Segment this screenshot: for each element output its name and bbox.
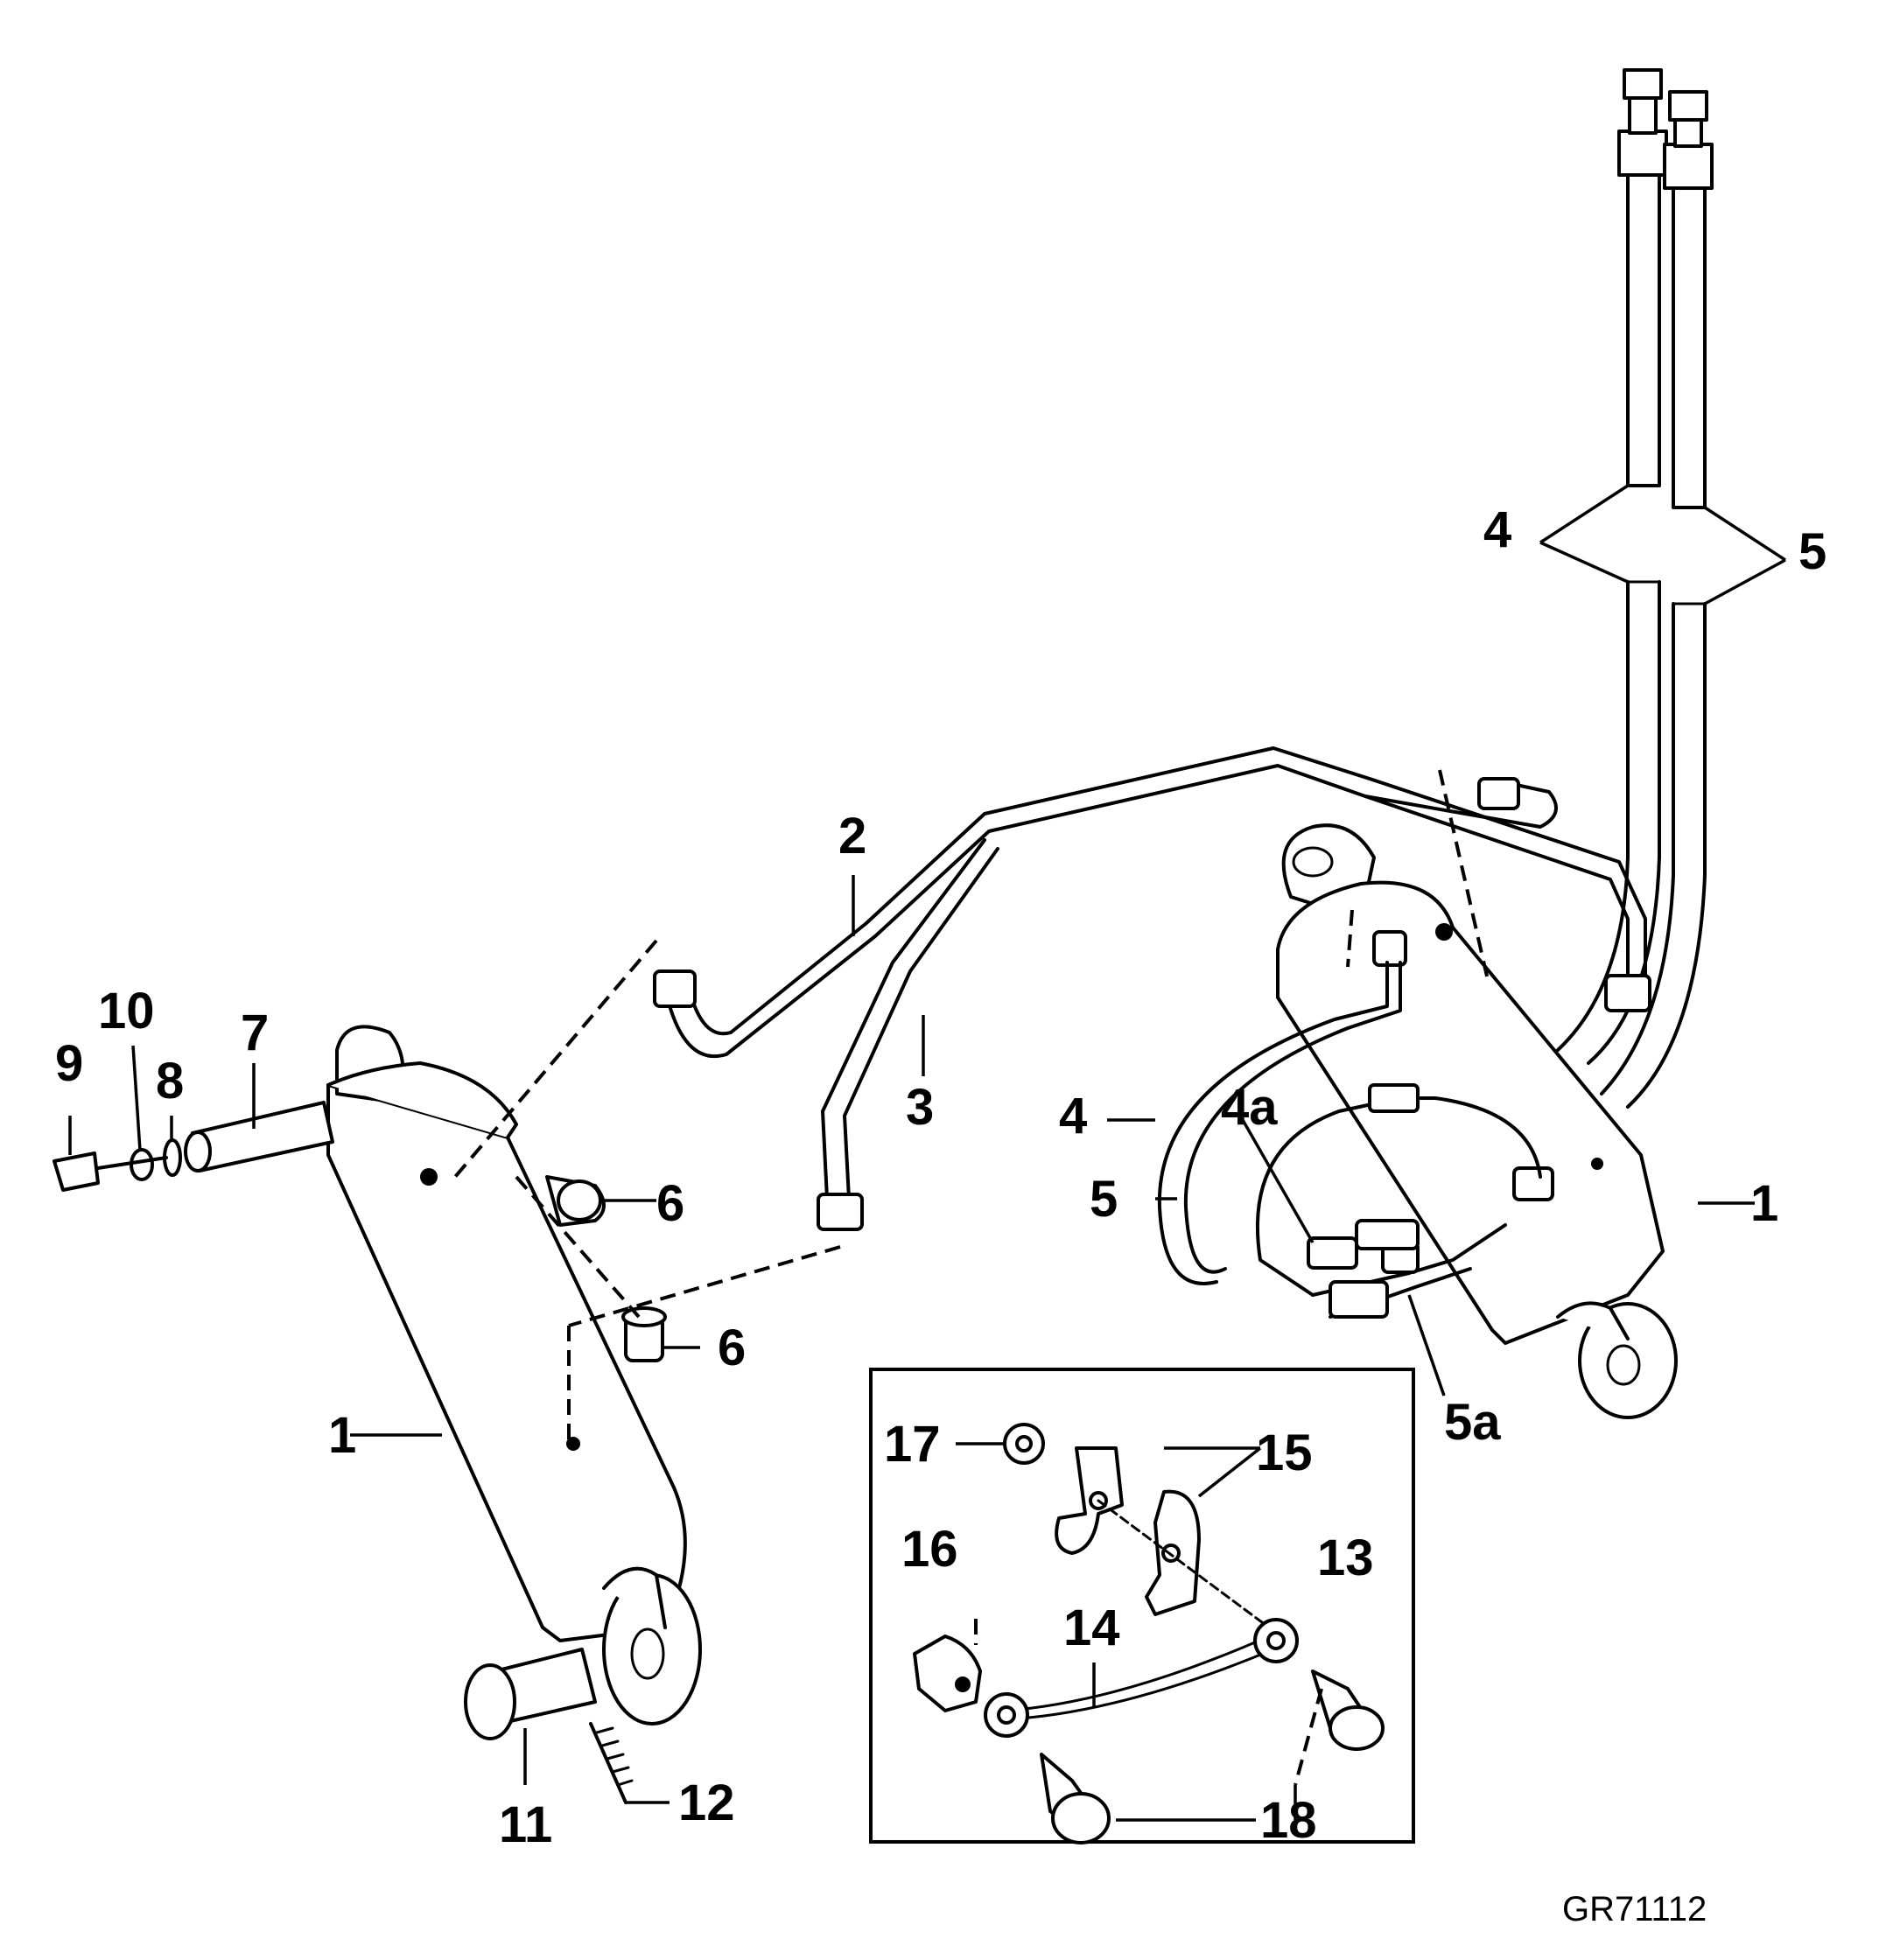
callout-16: 16 [901, 1521, 958, 1578]
fitting-6-lower [621, 1306, 667, 1362]
figure-id: GR71112 [1562, 1890, 1707, 1928]
pin-11 [464, 1648, 597, 1740]
callout-5-mid: 5 [1090, 1171, 1118, 1228]
callout-4-mid: 4 [1059, 1088, 1087, 1144]
spring-pin-12 [589, 1722, 634, 1804]
hose-4a [1157, 961, 1542, 1297]
hose-5-lower [1600, 602, 1707, 1109]
callout-11: 11 [499, 1796, 552, 1853]
fitting-6-upper [545, 1175, 606, 1227]
line-2-loop [1364, 777, 1558, 829]
callout-15: 15 [1256, 1424, 1313, 1481]
hose-5a [1307, 1219, 1507, 1319]
hose-5-upper [1663, 90, 1714, 509]
callout-2: 2 [838, 808, 866, 864]
callout-12: 12 [678, 1774, 735, 1831]
callout-4-top: 4 [1483, 501, 1511, 558]
callout-5a: 5a [1444, 1394, 1501, 1451]
line-2 [653, 746, 1651, 1059]
pin-7 [184, 1101, 334, 1172]
cylinder-left [326, 1025, 702, 1726]
callout-1-right: 1 [1750, 1175, 1778, 1232]
callout-13: 13 [1317, 1530, 1374, 1586]
assembly-dashes-right [1346, 769, 1490, 981]
callout-6-upper: 6 [656, 1175, 684, 1232]
callout-9: 9 [55, 1035, 83, 1092]
callout-5-top: 5 [1798, 523, 1826, 580]
bolt-9 [53, 1152, 168, 1192]
leader-lines [68, 484, 1786, 1822]
callout-1-left: 1 [328, 1407, 356, 1464]
inset-box [869, 1368, 1415, 1844]
callout-7: 7 [241, 1004, 269, 1061]
line-3 [817, 838, 999, 1231]
callout-6-lower: 6 [718, 1320, 746, 1376]
callout-18: 18 [1260, 1792, 1317, 1849]
callout-3: 3 [906, 1079, 934, 1136]
washer-10 [130, 1148, 154, 1181]
callout-4a: 4a [1221, 1079, 1278, 1136]
callout-14: 14 [1063, 1600, 1120, 1656]
cylinder-right [1276, 823, 1678, 1419]
assembly-dashes-left [453, 939, 841, 1444]
callout-10: 10 [98, 983, 155, 1040]
hose-4-upper [1617, 68, 1668, 487]
callout-8: 8 [156, 1053, 184, 1110]
callout-17: 17 [884, 1416, 941, 1473]
